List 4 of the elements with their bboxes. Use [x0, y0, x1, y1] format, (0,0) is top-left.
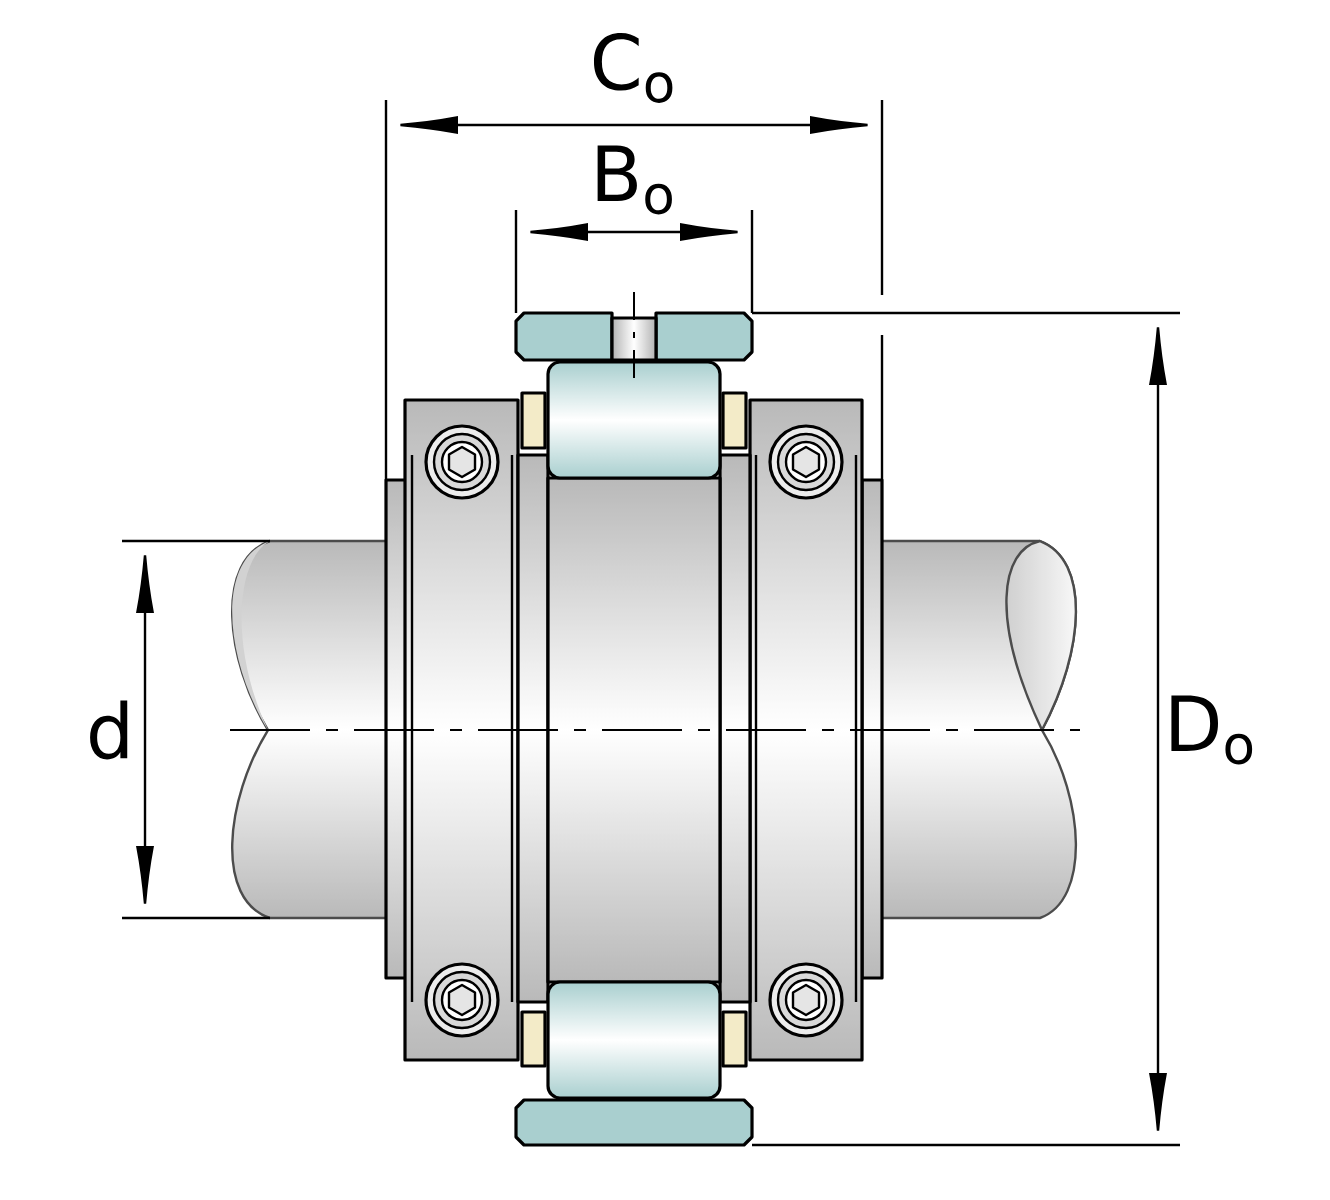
dimension-label: B$_{o}$	[597, 145, 672, 215]
dimension-label: d	[90, 700, 128, 760]
dimension-label: C$_{o}$	[593, 33, 673, 103]
dimension-label: D$_{o}$	[1171, 695, 1253, 765]
